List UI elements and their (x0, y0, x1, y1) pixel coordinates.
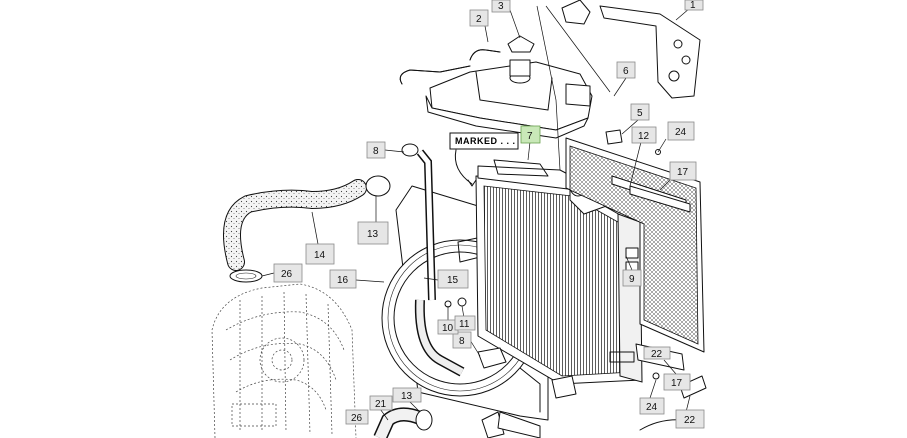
marked-label-text: MARKED . . . (455, 136, 516, 146)
callout-8-bottom: 8 (452, 331, 472, 349)
callout-15: 15 (437, 269, 469, 289)
svg-text:21: 21 (375, 399, 387, 410)
svg-text:16: 16 (337, 275, 349, 286)
svg-text:1: 1 (690, 0, 696, 11)
callout-9: 9 (622, 269, 642, 287)
svg-text:24: 24 (646, 402, 658, 413)
leader-lines (261, 5, 691, 421)
svg-text:26: 26 (351, 413, 363, 424)
svg-text:7: 7 (527, 131, 533, 142)
svg-text:15: 15 (447, 275, 459, 286)
callout-7: 7 (520, 125, 541, 144)
svg-text:22: 22 (651, 349, 663, 360)
svg-text:11: 11 (459, 319, 470, 330)
mounting-bracket (561, 0, 701, 99)
callout-13-upper: 13 (357, 221, 389, 245)
callout-2: 2 (469, 9, 489, 27)
svg-text:17: 17 (671, 378, 683, 389)
callout-1: 1 (684, 0, 704, 11)
callout-12: 12 (631, 126, 657, 144)
callout-24-top: 24 (667, 121, 695, 141)
svg-text:3: 3 (498, 1, 504, 12)
callout-17-upper: 17 (669, 161, 697, 181)
svg-text:14: 14 (314, 250, 326, 261)
svg-text:8: 8 (459, 336, 465, 347)
lower-hose (223, 175, 391, 283)
bypass-hose (401, 143, 465, 377)
svg-text:22: 22 (684, 415, 696, 426)
screen-panel (565, 137, 705, 353)
engine-outline (211, 283, 357, 438)
svg-text:2: 2 (476, 14, 482, 25)
callout-6: 6 (616, 61, 636, 79)
expansion-tank (399, 35, 593, 139)
svg-text:26: 26 (281, 269, 293, 280)
svg-text:13: 13 (367, 229, 379, 240)
svg-text:9: 9 (629, 274, 635, 285)
callout-13-lower: 13 (392, 387, 422, 403)
callout-24-bottom: 24 (639, 397, 665, 415)
callout-22-mid: 22 (643, 346, 671, 360)
callout-3: 3 (491, 0, 511, 13)
callout-21: 21 (369, 395, 393, 411)
callout-8-top: 8 (366, 141, 386, 159)
callout-26-lower: 26 (345, 409, 369, 425)
callouts: 1 2 3 5 6 7 8 8 9 10 11 12 13 13 14 15 1… (273, 0, 705, 429)
svg-text:8: 8 (373, 146, 379, 157)
callout-17-lower: 17 (663, 373, 691, 391)
callout-5: 5 (630, 103, 650, 121)
svg-text:12: 12 (638, 131, 650, 142)
svg-text:13: 13 (401, 391, 413, 402)
callout-22-bottom: 22 (675, 409, 705, 429)
svg-text:10: 10 (442, 323, 454, 334)
svg-text:17: 17 (677, 167, 689, 178)
svg-text:24: 24 (675, 127, 687, 138)
callout-14: 14 (305, 243, 335, 265)
callout-11: 11 (454, 315, 476, 331)
svg-text:6: 6 (623, 66, 629, 77)
callout-26-upper: 26 (273, 263, 303, 283)
svg-text:5: 5 (637, 108, 643, 119)
callout-16: 16 (329, 269, 357, 289)
marked-label: MARKED . . . (449, 132, 519, 187)
